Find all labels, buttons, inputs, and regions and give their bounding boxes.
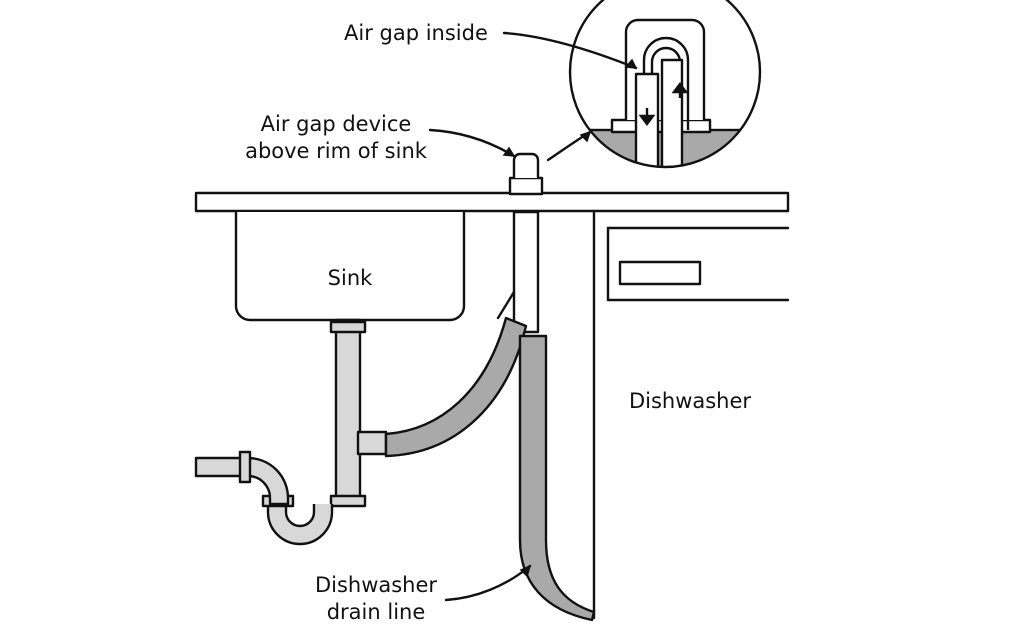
leader-drain-line — [444, 564, 532, 602]
label-drain-line: Dishwasher — [315, 573, 437, 597]
dishwasher-cabinet — [592, 210, 790, 620]
sink-drain-pipe — [329, 318, 388, 508]
label-dishwasher: Dishwasher — [629, 389, 751, 413]
countertop — [194, 191, 790, 213]
label-air-gap-inside: Air gap inside — [344, 21, 488, 45]
label-sink: Sink — [328, 266, 373, 290]
label-air-gap-device-2: above rim of sink — [245, 139, 428, 163]
air-gap-zoom-inset — [568, 0, 762, 169]
dishwasher-drain-hose — [518, 334, 596, 622]
trap-arm — [194, 456, 290, 506]
leader-air-gap-device — [428, 128, 516, 158]
dishwasher-control-panel — [618, 260, 702, 286]
air-gap-to-sink-hose — [384, 316, 528, 458]
air-gap-standpipe — [496, 210, 540, 334]
air-gap-device — [508, 152, 544, 196]
zoom-circle — [568, 0, 762, 169]
label-drain-line-2: drain line — [327, 600, 426, 624]
label-air-gap-device: Air gap device — [261, 112, 412, 136]
leader-air-gap-inside — [502, 31, 638, 70]
